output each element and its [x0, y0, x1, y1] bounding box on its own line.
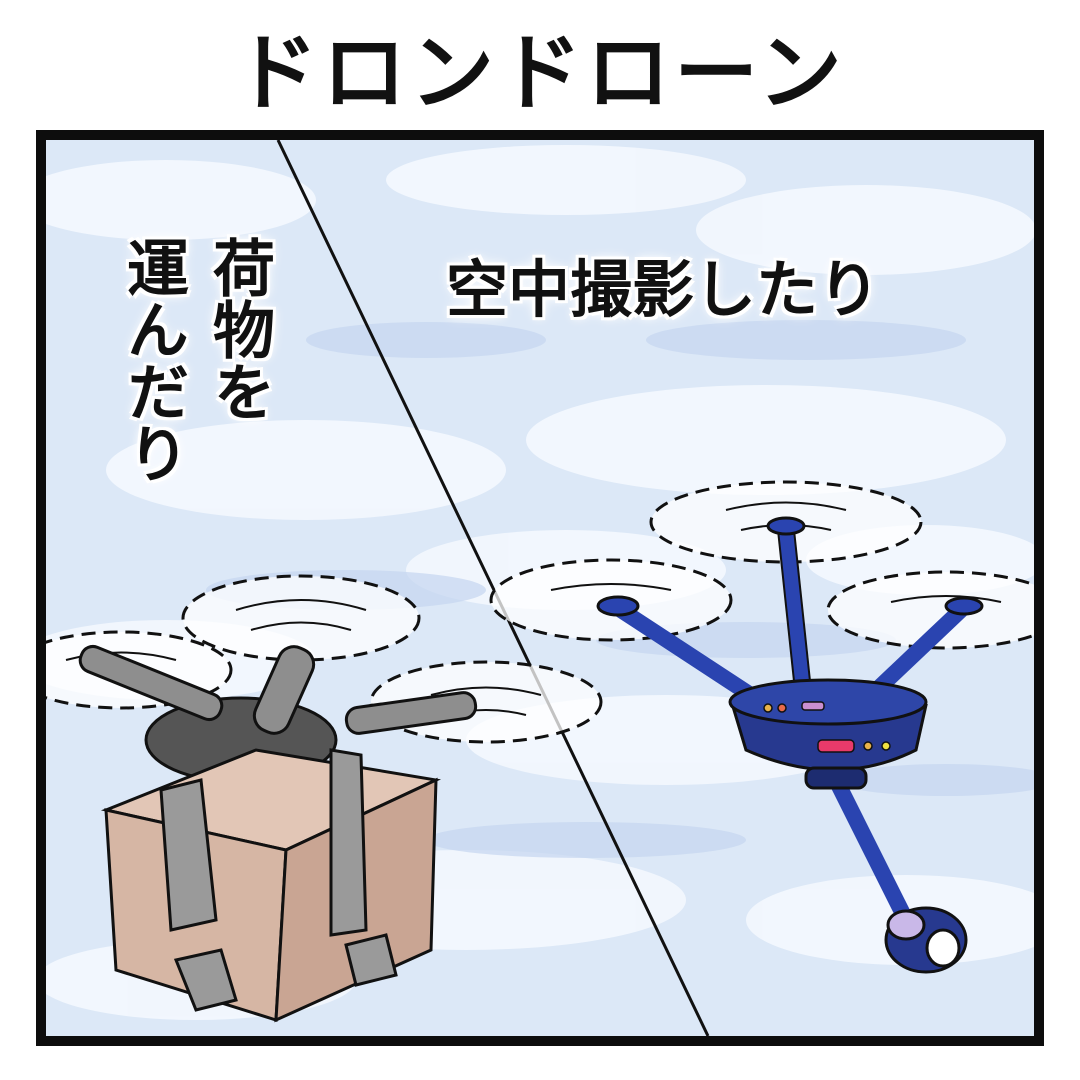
comic-panel: 空中撮影したり 荷物を 運んだり [36, 130, 1044, 1046]
caption-cargo-line1: 荷物を [202, 236, 275, 422]
caption-cargo-line2: 運んだり [116, 236, 189, 484]
comic-title: ドロンドローン [234, 23, 846, 122]
caption-aerial-photography: 空中撮影したり [446, 253, 881, 326]
panel-divider [276, 140, 710, 1036]
camera-drone [489, 480, 1034, 974]
camera-pod [884, 906, 968, 974]
panel-illustration [46, 140, 1034, 1036]
cargo-drone [46, 574, 603, 1023]
